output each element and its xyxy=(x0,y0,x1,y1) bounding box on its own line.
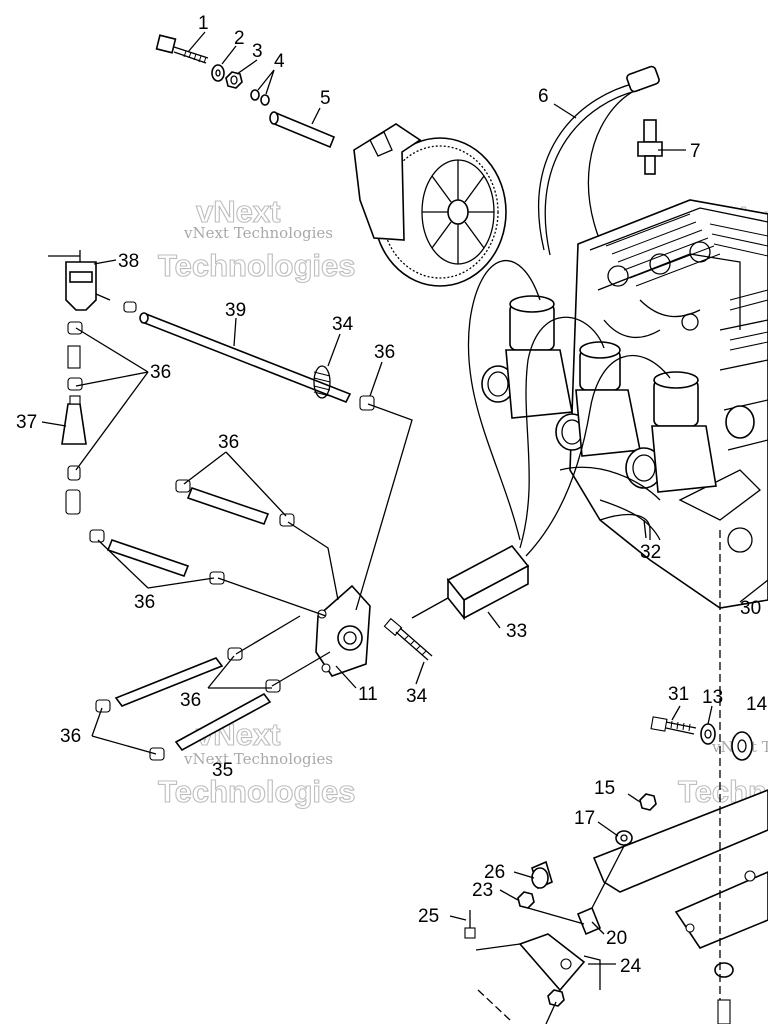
washer-13 xyxy=(700,723,716,745)
carburetor-1 xyxy=(481,295,573,419)
callout-32: 32 xyxy=(640,542,661,563)
bolt-34-lower xyxy=(383,617,433,661)
washer-2 xyxy=(211,64,225,82)
watermark-company: vNext Technologies xyxy=(183,224,333,242)
callout-14: 14 xyxy=(746,694,768,715)
callout-3: 3 xyxy=(252,41,263,62)
nut-3 xyxy=(225,71,243,89)
pin-5 xyxy=(269,111,336,149)
fuel-line-39 xyxy=(139,312,352,404)
grommet-14 xyxy=(731,731,753,761)
callout-24: 24 xyxy=(620,956,642,977)
hose-routing-lines xyxy=(217,403,413,687)
watermark-outline-bottom: Technologies xyxy=(158,248,356,283)
flywheel xyxy=(353,123,507,287)
fuel-pump-38 xyxy=(48,250,111,311)
hose-36-c xyxy=(89,529,225,585)
bracket-24 xyxy=(518,933,601,992)
bolt-1 xyxy=(155,34,209,64)
callout-1: 1 xyxy=(198,13,209,34)
callout-17: 17 xyxy=(574,808,595,829)
hose-35 xyxy=(95,679,281,761)
callout-36-lower-middle: 36 xyxy=(180,690,201,711)
callout-15: 15 xyxy=(594,778,615,799)
callout-20: 20 xyxy=(606,928,627,949)
seal-rings-4 xyxy=(250,89,270,106)
callout-36-left: 36 xyxy=(150,362,171,383)
watermark-company: vNext Technologies xyxy=(183,750,333,768)
mounting-bracket xyxy=(592,789,768,949)
carburetor-2 xyxy=(555,341,641,457)
carburetor-3 xyxy=(625,371,755,493)
electrical-module-33 xyxy=(411,544,530,621)
isolator-20 xyxy=(576,906,602,936)
manifold-11 xyxy=(315,584,371,677)
bolt-31 xyxy=(650,716,697,735)
callout-36-lower-left: 36 xyxy=(134,592,155,613)
hose-36-d xyxy=(114,647,243,707)
stud-26 xyxy=(531,860,553,890)
hose-36-b xyxy=(175,479,295,527)
callout-35: 35 xyxy=(212,760,233,781)
clamp-34-upper xyxy=(313,365,331,399)
callout-7: 7 xyxy=(690,141,701,162)
callout-34-lower: 34 xyxy=(406,686,428,707)
callout-36-middle: 36 xyxy=(218,432,239,453)
callout-labels: 1 2 3 4 5 6 7 38 39 34 36 36 37 36 36 36… xyxy=(16,13,768,977)
callout-30: 30 xyxy=(740,598,761,619)
callout-39: 39 xyxy=(225,300,246,321)
nut-15 xyxy=(639,793,657,811)
callout-5: 5 xyxy=(320,88,331,109)
watermark-outline-top: vNext xyxy=(196,194,280,229)
callout-36-top-right: 36 xyxy=(374,342,395,363)
spark-plug-7 xyxy=(637,119,663,175)
watermark-outline-bottom: Technologies xyxy=(158,774,356,809)
clamps-36-right xyxy=(359,395,375,411)
callout-23: 23 xyxy=(472,880,493,901)
leader-lines xyxy=(41,31,713,965)
callout-26: 26 xyxy=(484,862,505,883)
callout-4: 4 xyxy=(274,51,285,72)
callout-33: 33 xyxy=(506,621,527,642)
impulse-line-32 xyxy=(599,513,651,540)
fittings-column xyxy=(61,301,137,515)
callout-36-bottom-left: 36 xyxy=(60,726,81,747)
fuel-lines-to-carbs xyxy=(467,259,671,557)
callout-37: 37 xyxy=(16,412,37,433)
washer-17 xyxy=(615,830,633,846)
callout-2: 2 xyxy=(234,28,245,49)
callout-31: 31 xyxy=(668,684,689,705)
callout-11: 11 xyxy=(358,684,378,705)
nut-23 xyxy=(517,891,535,909)
callout-25: 25 xyxy=(418,906,439,927)
callout-38: 38 xyxy=(118,251,139,272)
assembly-lines xyxy=(475,530,768,1024)
callout-6: 6 xyxy=(538,86,549,107)
callout-13: 13 xyxy=(702,687,723,708)
callout-34-upper: 34 xyxy=(332,314,354,335)
bolt-25 xyxy=(464,910,476,939)
